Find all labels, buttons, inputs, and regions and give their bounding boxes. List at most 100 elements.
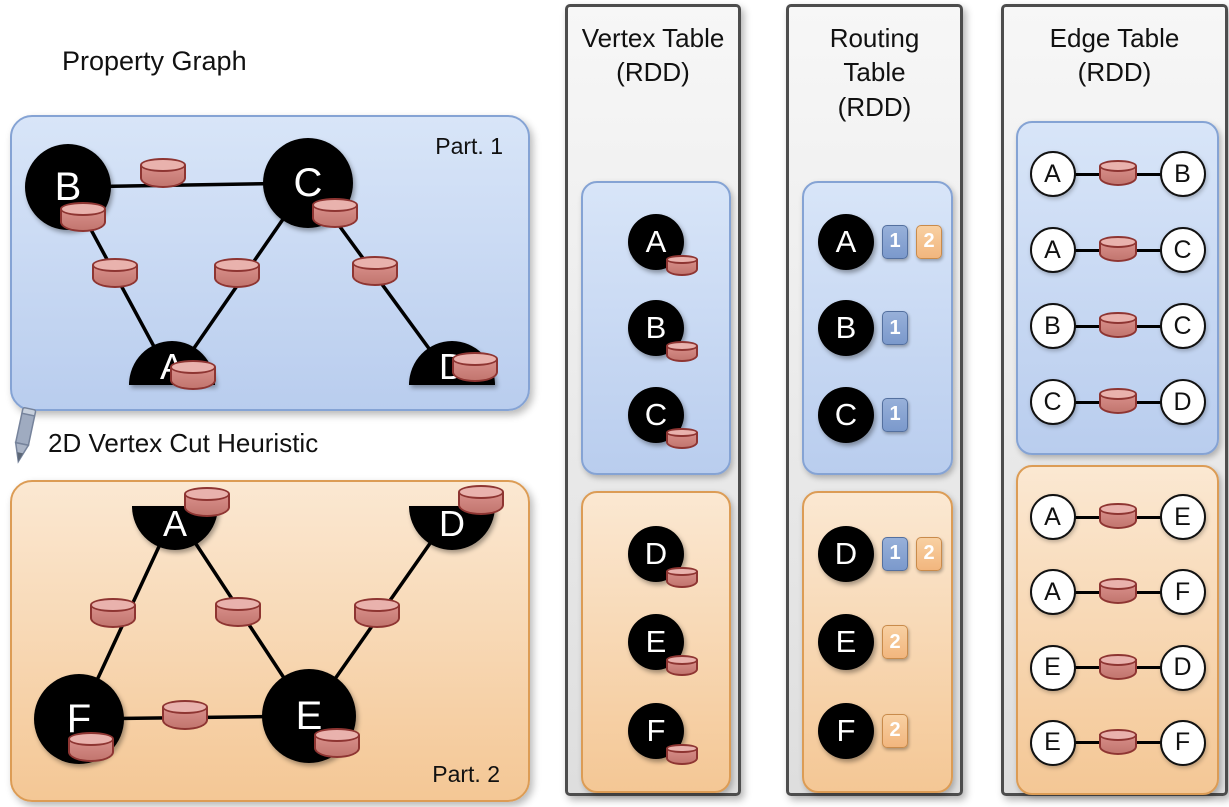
- partition-1-label: Part. 1: [435, 133, 503, 159]
- edge-property-cylinder-icon: [1098, 728, 1137, 755]
- vertex-table-column: Vertex Table (RDD) A B C D E: [565, 4, 741, 796]
- edge-row-E-D: E D: [1029, 643, 1206, 693]
- pencil-arrow-icon: [14, 407, 37, 464]
- edge-dst-vertex: D: [1159, 379, 1206, 425]
- routing-row-C: C 1: [804, 386, 951, 443]
- vertex-label: E: [1044, 653, 1061, 682]
- vertex-property-cylinder-icon: [184, 487, 230, 517]
- edge-table-column: Edge Table (RDD) A B A C B C C D: [1001, 4, 1228, 796]
- vertex-label: A: [1044, 235, 1061, 264]
- vertex-label: B: [835, 310, 857, 345]
- vertex-label: F: [836, 712, 856, 748]
- vertex-table-entry-B: B: [628, 300, 698, 362]
- edge-property-cylinder-icon: [215, 597, 261, 627]
- vertex-label: B: [1174, 159, 1191, 188]
- partition-2-badge: 2: [882, 625, 908, 659]
- vertex-property-cylinder-icon: [458, 485, 504, 515]
- vertex-property-cylinder-icon: [170, 360, 216, 390]
- edge-src-vertex: C: [1029, 379, 1076, 425]
- partition-1-badge: 1: [882, 224, 908, 259]
- vertex-label: D: [1173, 653, 1192, 682]
- edge-table-part2-box: A E A F E D E F: [1016, 465, 1219, 795]
- routing-row-F: F 2: [804, 702, 951, 759]
- edge-src-vertex: E: [1029, 644, 1076, 691]
- vertex-label: D: [834, 535, 858, 571]
- property-graph-title: Property Graph: [62, 46, 247, 76]
- edge-dst-vertex: B: [1159, 151, 1206, 197]
- vertex-property-cylinder-icon: [666, 655, 698, 676]
- edge-dst-vertex: D: [1159, 644, 1206, 691]
- vertex-label: B: [1044, 311, 1061, 340]
- edge-src-vertex: E: [1029, 719, 1076, 766]
- vertex-property-cylinder-icon: [60, 202, 106, 232]
- vertex-label: A: [1044, 159, 1061, 188]
- edge-dst-vertex: C: [1159, 227, 1206, 273]
- edge-src-vertex: A: [1029, 494, 1076, 541]
- edge-row-C-D: C D: [1029, 377, 1206, 427]
- vertex-label: E: [1044, 728, 1061, 757]
- vertex-label: F: [1174, 577, 1191, 606]
- vertex-table-entry-D: D: [628, 525, 698, 588]
- edge-property-cylinder-icon: [162, 700, 208, 730]
- partition-1-badge: 1: [882, 311, 908, 345]
- routing-table-part2-box: D 1 2 E 2 F 2: [802, 491, 953, 793]
- edge-property-cylinder-icon: [1098, 235, 1137, 262]
- edge-table-title: Edge Table (RDD): [1049, 23, 1180, 88]
- routing-table-column: Routing Table (RDD) A 1 2 B 1 C 1 D 1 2: [786, 4, 963, 796]
- vertex-label: C: [1043, 387, 1062, 416]
- edge-src-vertex: A: [1029, 569, 1076, 616]
- partition-1-badge: 1: [882, 397, 908, 432]
- routing-table-part1-box: A 1 2 B 1 C 1: [802, 181, 953, 475]
- vertex-label: A: [1044, 502, 1061, 531]
- vertex-label: A: [1044, 577, 1061, 606]
- edge-row-A-E: A E: [1029, 492, 1206, 542]
- vertex-label: A: [835, 223, 857, 259]
- edge-row-A-B: A B: [1029, 149, 1206, 199]
- vertex-label: D: [644, 535, 668, 571]
- cut-heuristic-label: 2D Vertex Cut Heuristic: [48, 428, 319, 458]
- edge-dst-vertex: C: [1159, 303, 1206, 349]
- vertex-label: D: [1173, 387, 1192, 416]
- vertex-property-cylinder-icon: [666, 341, 698, 362]
- routing-table-title: Routing Table (RDD): [829, 23, 920, 122]
- routing-row-B: B 1: [804, 300, 951, 356]
- vertex-label: C: [644, 396, 668, 432]
- vertex-label: F: [646, 712, 666, 748]
- edge-property-cylinder-icon: [140, 158, 186, 188]
- partition-2-badge: 2: [882, 713, 908, 748]
- edge-table-part1-box: A B A C B C C D: [1016, 121, 1219, 455]
- vertex-property-cylinder-icon: [666, 566, 698, 588]
- edge-src-vertex: A: [1029, 227, 1076, 273]
- edge-property-cylinder-icon: [1098, 159, 1137, 186]
- edge-row-A-F: A F: [1029, 567, 1206, 617]
- edge-property-cylinder-icon: [352, 256, 398, 286]
- edge-property-cylinder-icon: [1098, 653, 1137, 680]
- partition-2-badge: 2: [916, 224, 942, 259]
- edge-dst-vertex: F: [1159, 719, 1206, 766]
- partition-2-badge: 2: [916, 536, 942, 571]
- vertex-table-entry-F: F: [628, 702, 698, 765]
- vertex-label: E: [645, 624, 667, 659]
- routing-row-A: A 1 2: [804, 213, 951, 270]
- edge-dst-vertex: E: [1159, 494, 1206, 541]
- vertex-table-entry-E: E: [628, 614, 698, 676]
- edge-property-cylinder-icon: [354, 598, 400, 628]
- edge-src-vertex: B: [1029, 303, 1076, 349]
- vertex-label: B: [645, 310, 667, 345]
- vertex-property-cylinder-icon: [314, 728, 360, 758]
- edge-property-cylinder-icon: [92, 258, 138, 288]
- vertex-label: C: [1173, 311, 1192, 340]
- edge-property-cylinder-icon: [214, 258, 260, 288]
- vertex-table-part2-box: D E F: [581, 491, 731, 793]
- vertex-property-cylinder-icon: [68, 732, 114, 762]
- partition-1-badge: 1: [882, 536, 908, 571]
- edge-row-E-F: E F: [1029, 718, 1206, 768]
- edge-row-A-C: A C: [1029, 225, 1206, 275]
- vertex-label: A: [645, 223, 667, 259]
- edge-property-cylinder-icon: [1098, 311, 1137, 338]
- vertex-table-part1-box: A B C: [581, 181, 731, 475]
- vertex-property-cylinder-icon: [666, 743, 698, 765]
- routing-row-E: E 2: [804, 614, 951, 670]
- vertex-table-entry-C: C: [628, 386, 698, 449]
